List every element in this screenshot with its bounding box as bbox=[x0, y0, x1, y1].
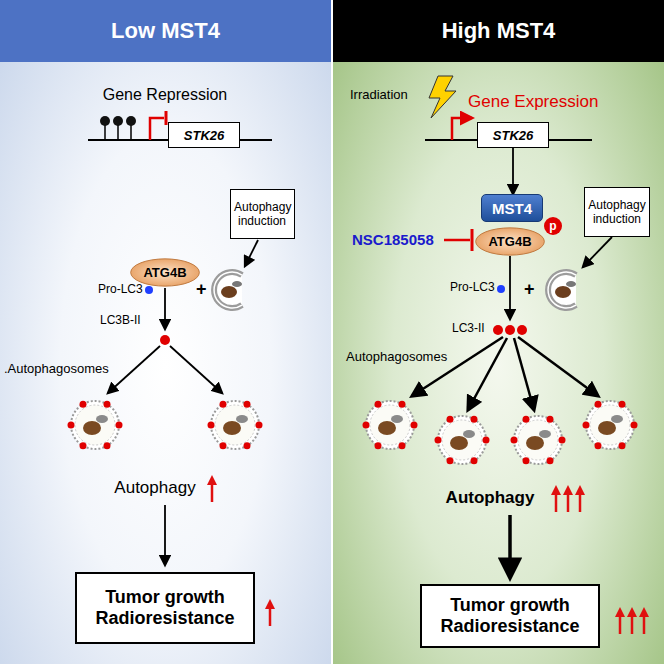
node-text: STK26 bbox=[493, 128, 533, 143]
text-label: Irradiation bbox=[350, 88, 408, 103]
text-label: LC3B-II bbox=[100, 314, 141, 328]
arrows bbox=[412, 237, 612, 577]
increase-arrow bbox=[265, 599, 275, 626]
panel: Low MST4STK26Autophagy inductionATG4B Tum… bbox=[0, 0, 331, 664]
process-box: Autophagy induction bbox=[230, 189, 295, 239]
autophagosome bbox=[511, 416, 566, 465]
text-label: Gene Expression bbox=[468, 92, 598, 112]
node-text: p bbox=[549, 219, 556, 233]
connector-arrow bbox=[512, 148, 514, 194]
increase-arrow bbox=[627, 607, 637, 634]
increase-arrow bbox=[639, 607, 649, 634]
text-label: Gene Repression bbox=[103, 86, 228, 104]
node-text: ATG4B bbox=[488, 234, 531, 249]
text-label: + bbox=[196, 279, 207, 300]
process-box: Autophagy induction bbox=[584, 187, 649, 237]
increase-arrow bbox=[615, 607, 625, 634]
node-text: Tumor growth Radioresistance bbox=[81, 587, 249, 629]
increase-arrow bbox=[207, 475, 217, 502]
text-label: + bbox=[524, 279, 535, 300]
panel: High MST4STK26MST4 pATG4B Autophagy induct… bbox=[333, 0, 664, 664]
autophagosome bbox=[208, 401, 263, 450]
outcome-box: Tumor growth Radioresistance bbox=[75, 572, 255, 644]
text-label: Autophagosomes bbox=[346, 350, 447, 365]
text-label: Pro-LC3 bbox=[450, 281, 495, 295]
node-text: Autophagy induction bbox=[588, 198, 646, 226]
text-label: Pro-LC3 bbox=[98, 283, 143, 297]
text-label: LC3-II bbox=[452, 322, 485, 336]
panel-heading: Low MST4 bbox=[0, 0, 331, 62]
node-text: Autophagy induction bbox=[234, 200, 290, 228]
text-label: NSC185058 bbox=[352, 231, 434, 248]
inhibition-bar bbox=[444, 229, 472, 251]
phagophore bbox=[548, 272, 576, 308]
phagophore bbox=[214, 272, 242, 308]
increase-arrow bbox=[575, 485, 585, 512]
pro-lc3-dot bbox=[497, 285, 505, 293]
text-label: .Autophagosomes bbox=[4, 362, 109, 377]
node-text: ATG4B bbox=[143, 265, 186, 280]
protein-ellipse: ATG4B bbox=[130, 258, 200, 287]
autophagosome bbox=[68, 401, 123, 450]
autophagosome bbox=[435, 416, 490, 465]
pro-lc3-dot bbox=[145, 286, 153, 294]
text-label: Autophagy bbox=[446, 488, 535, 508]
lc3-dots bbox=[493, 325, 527, 335]
increase-arrow bbox=[563, 485, 573, 512]
gene-box: STK26 bbox=[477, 122, 549, 148]
autophagosome bbox=[363, 401, 418, 450]
outcome-box: Tumor growth Radioresistance bbox=[420, 584, 600, 648]
increase-arrow bbox=[551, 485, 561, 512]
text-label: Autophagy bbox=[114, 478, 195, 498]
node-text: STK26 bbox=[184, 128, 224, 143]
autophagosome bbox=[583, 401, 638, 450]
phospho-circle: p bbox=[544, 217, 562, 235]
lightning-bolt bbox=[429, 76, 456, 118]
node-text: Tumor growth Radioresistance bbox=[426, 595, 594, 637]
lc3-dot bbox=[160, 335, 170, 345]
protein-ellipse: ATG4B bbox=[475, 227, 545, 256]
node-text: MST4 bbox=[492, 200, 532, 217]
panel-heading: High MST4 bbox=[333, 0, 664, 62]
gene-box: STK26 bbox=[168, 122, 240, 148]
kinase-box: MST4 bbox=[481, 194, 543, 222]
